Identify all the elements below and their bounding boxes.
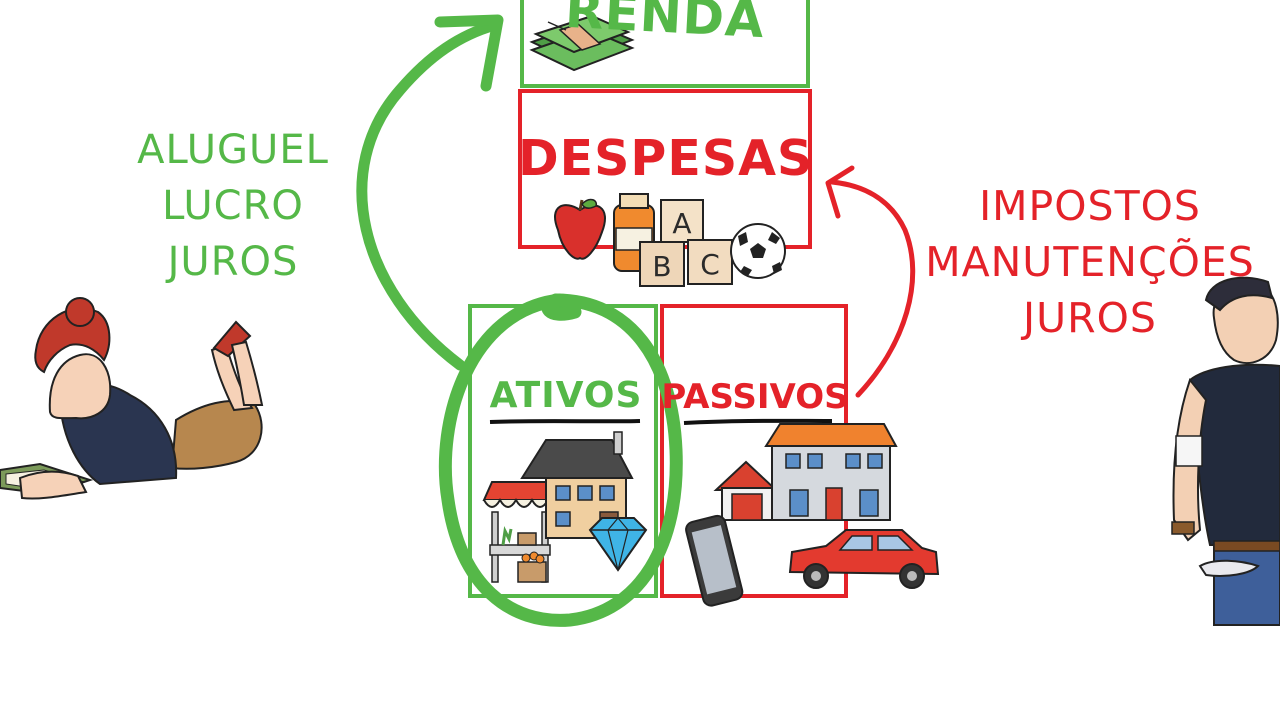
passivos-label: PASSIVOS — [661, 377, 849, 417]
svg-text:C: C — [700, 248, 720, 281]
car-icon — [788, 529, 940, 589]
man-empty-pockets-illustration — [1171, 276, 1280, 626]
income-source-item: ALUGUEL — [137, 127, 329, 173]
ativos-label: ATIVOS — [489, 375, 643, 416]
abc-blocks-icon: A B C — [639, 199, 733, 287]
ativos-highlight-circle — [438, 293, 683, 627]
phone-icon — [685, 514, 744, 607]
apple-icon — [554, 198, 606, 260]
liability-costs-list: IMPOSTOS MANUTENÇÕES JUROS — [925, 178, 1255, 346]
income-source-item: LUCRO — [162, 183, 304, 229]
liability-cost-item: JUROS — [1023, 294, 1157, 342]
soccer-ball-icon — [730, 223, 786, 279]
despesas-label: DESPESAS — [518, 130, 814, 187]
renda-box — [520, 0, 810, 88]
diamond-icon — [588, 517, 648, 572]
liability-cost-item: IMPOSTOS — [979, 182, 1201, 230]
money-stack-icon — [529, 14, 635, 72]
income-sources-list: ALUGUEL LUCRO JUROS — [128, 122, 338, 290]
market-stall-icon — [482, 481, 554, 583]
income-source-item: JUROS — [167, 239, 299, 285]
expense-arrow — [825, 165, 916, 398]
garage-house-icon — [713, 423, 898, 521]
svg-text:A: A — [672, 207, 691, 240]
liability-cost-item: MANUTENÇÕES — [925, 238, 1255, 286]
woman-reading-illustration — [0, 297, 264, 500]
svg-text:B: B — [652, 250, 671, 283]
house-icon — [520, 431, 634, 539]
income-arrow — [356, 14, 504, 371]
